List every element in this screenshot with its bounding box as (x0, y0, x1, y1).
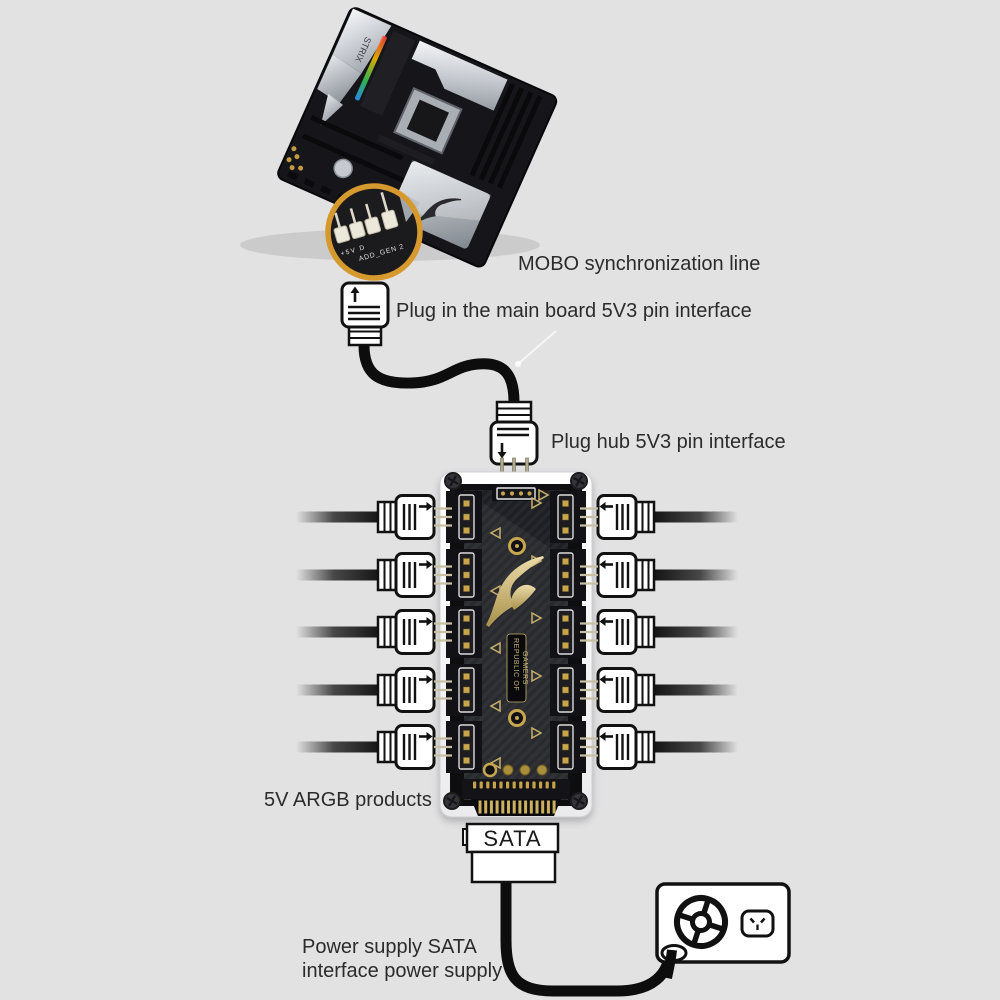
ram-slots (469, 83, 543, 189)
sata-label-text: SATA (483, 826, 541, 851)
label-psu-line1: Power supply SATA (302, 936, 478, 958)
magnifier-ring (325, 183, 423, 281)
rog-eye-icon (417, 198, 462, 222)
screw-icon (444, 472, 462, 490)
port-right-row (578, 609, 740, 655)
label-argb-products: 5V ARGB products (264, 789, 432, 811)
port-left-row (294, 609, 454, 655)
port-right-row (578, 552, 740, 598)
screw-icon (443, 792, 461, 810)
screw-icon (570, 472, 588, 490)
cable-into-psu (662, 949, 677, 979)
vrm-heatsink (411, 40, 508, 111)
port-right-row (578, 724, 740, 770)
label-mobo-sync: MOBO synchronization line (518, 253, 760, 275)
psu-fan-icon (674, 895, 728, 949)
power-supply-icon (655, 882, 791, 979)
sata-connector (462, 779, 570, 816)
screw-icon (570, 792, 588, 810)
brand-text-line2: GAMERS (521, 651, 528, 685)
label-plug-mainboard: Plug in the main board 5V3 pin interface (396, 300, 752, 322)
sata-plug-label: SATA (462, 822, 560, 884)
brand-text-line1: REPUBLIC OF (512, 638, 519, 691)
arrow-up-icon (350, 286, 360, 302)
sync-cable (358, 344, 520, 403)
mobo-sync-connector-icon (340, 281, 557, 403)
header-magnifier: +5V D ADD_GEN 2 (325, 183, 423, 281)
port-left-row (294, 494, 454, 540)
rog-eye-logo-icon (486, 556, 544, 627)
psu-socket-icon (740, 909, 775, 938)
capacitors (286, 146, 304, 171)
port-right-row (578, 667, 740, 713)
label-psu-line2: interface power supply (302, 960, 502, 982)
io-shroud-heatsink (332, 8, 392, 74)
label-plug-hub: Plug hub 5V3 pin interface (551, 431, 786, 453)
hub-plug-connector-icon (489, 400, 539, 466)
rgb-light-strip (355, 35, 387, 101)
port-right-row (578, 494, 740, 540)
standoff-screws (508, 537, 526, 727)
corner-screws (443, 472, 588, 810)
brand-plate (506, 633, 527, 703)
arrow-down-icon (497, 443, 507, 459)
solder-pads (482, 762, 548, 778)
sata-power-cable (500, 882, 676, 997)
port-left-row (294, 667, 454, 713)
port-left-row (294, 552, 454, 598)
motherboard-image: STRIX (240, 7, 558, 281)
argb-hub: REPUBLIC OF GAMERS (439, 457, 593, 818)
port-left-row (294, 724, 454, 770)
